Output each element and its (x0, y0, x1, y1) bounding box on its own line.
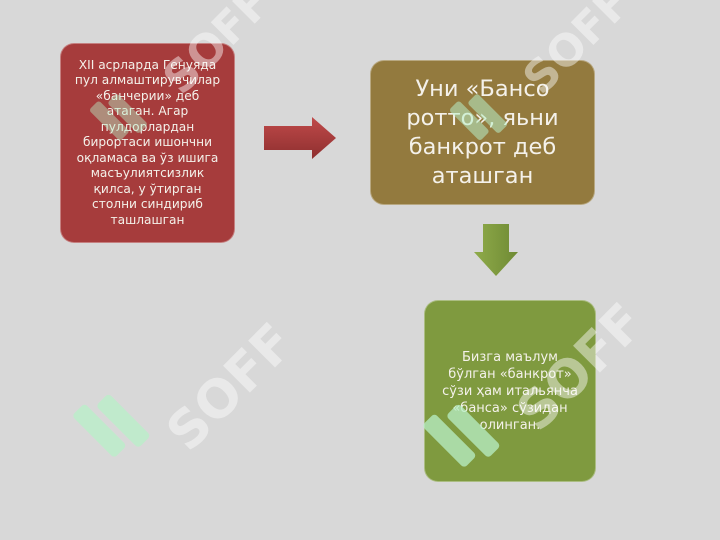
watermark-logo-3: SOFF (156, 312, 306, 462)
banco-rotto-text: Уни «Бансо ротто», яьни банкрот деб аташ… (406, 75, 559, 189)
arrow-down-icon (474, 224, 518, 276)
arrow-right-icon (264, 117, 336, 159)
genoa-bankers-text: XII асрларда Генуяда пул алмаштирувчилар… (74, 57, 221, 227)
watermark-s-logo-icon (73, 394, 150, 457)
watermark-text-3: SOFF (156, 312, 306, 462)
banco-rotto-box: Уни «Бансо ротто», яьни банкрот деб аташ… (370, 60, 595, 205)
etymology-box: Бизга маълум бўлган «банкрот» сўзи ҳам и… (424, 300, 596, 482)
genoa-bankers-box: XII асрларда Генуяда пул алмаштирувчилар… (60, 43, 235, 243)
etymology-text: Бизга маълум бўлган «банкрот» сўзи ҳам и… (442, 349, 578, 433)
